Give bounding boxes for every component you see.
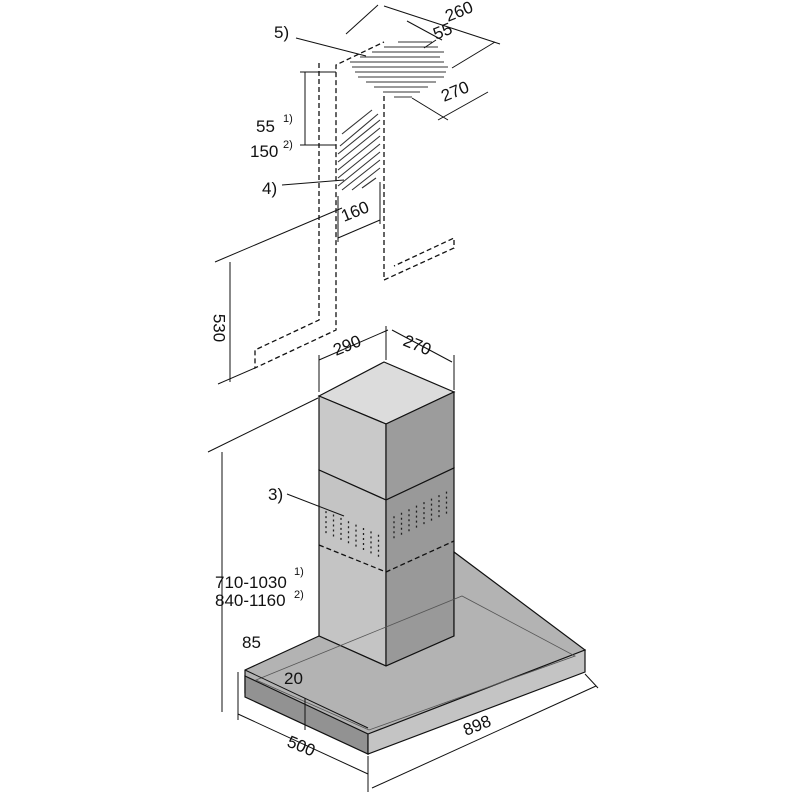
callout-3-leader [286, 493, 345, 517]
vent-slots [325, 491, 448, 559]
dim-270-top-label: 270 [438, 77, 471, 105]
height-range-1-label: 710-1030 [215, 573, 287, 592]
dim-160-label: 160 [338, 197, 371, 225]
height-range-2-label: 840-1160 [215, 591, 286, 610]
canopy [244, 550, 587, 755]
canopy-filter-outline [254, 595, 576, 731]
ceiling-fixing-plate [350, 41, 448, 98]
footnote-2-marker: 2) [283, 139, 293, 151]
footnote-1-marker: 1) [283, 113, 293, 125]
dim-290-label: 290 [330, 331, 363, 359]
dim-20-label: 20 [284, 669, 303, 688]
canopy-front-top-edge [244, 669, 369, 729]
callout-4-label: 4) [262, 179, 277, 198]
wall-bracket [337, 109, 381, 191]
lower-chimney [318, 467, 455, 667]
dim-150-label: 150 [250, 142, 278, 161]
callout-3-label: 3) [268, 485, 283, 504]
upper-duct-right-dashed [383, 96, 455, 282]
vent-slot-boundary [318, 540, 455, 573]
dim-55-side-label: 55 [256, 117, 275, 136]
dim-85-label: 85 [242, 633, 261, 652]
upper-chimney [317, 361, 456, 501]
footnote-1b-marker: 1) [294, 566, 304, 578]
dimension-lines [207, 4, 599, 792]
dim-270-chimney-label: 270 [401, 331, 434, 359]
callout-5-label: 5) [274, 23, 289, 42]
lower-chimney-left-face [318, 469, 387, 667]
dim-530-label: 530 [210, 314, 229, 342]
callout-5-leader [295, 37, 367, 57]
callout-4-leader [281, 179, 345, 186]
dim-500-label: 500 [285, 732, 318, 760]
footnote-2b-marker: 2) [294, 589, 304, 601]
